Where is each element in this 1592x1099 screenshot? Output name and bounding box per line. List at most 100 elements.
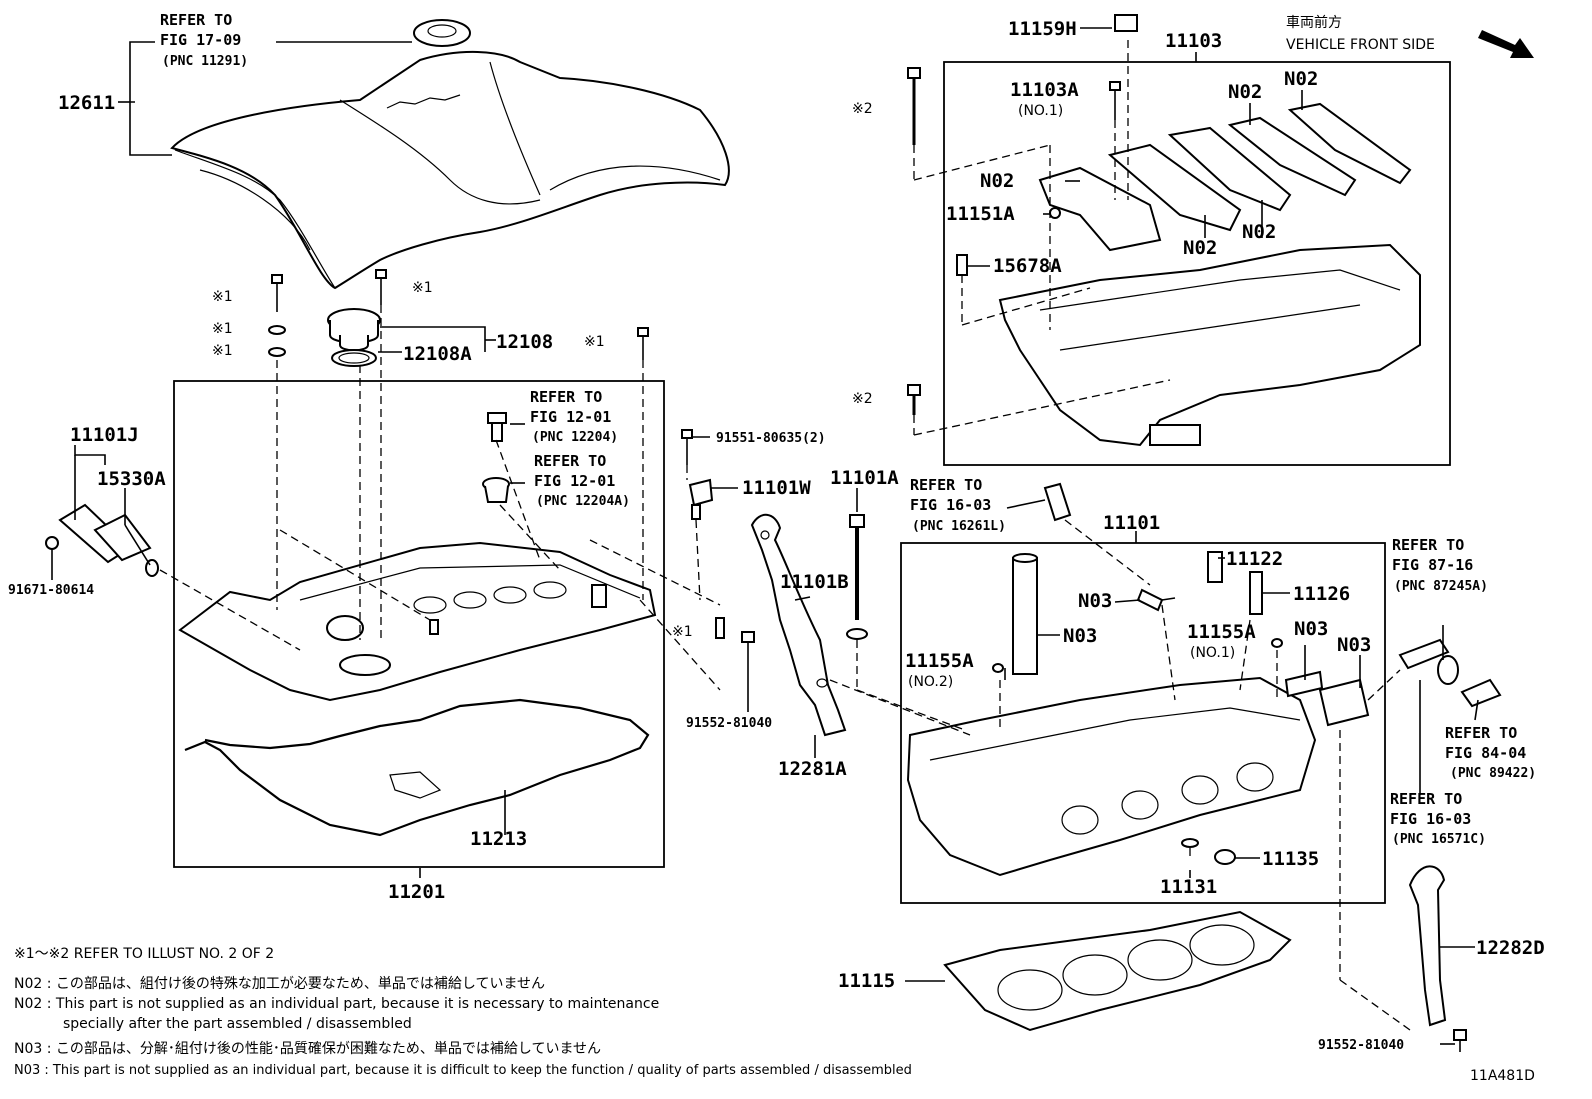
front-direction-arrow <box>1478 30 1534 58</box>
camshaft-housing-box <box>943 61 1451 466</box>
code-n02-b: N02 <box>1228 81 1262 103</box>
label-11201[interactable]: 11201 <box>388 881 445 903</box>
label-12108[interactable]: 12108 <box>496 331 553 353</box>
label-11103[interactable]: 11103 <box>1165 30 1222 52</box>
ref-r3-line3: (PNC 12204A) <box>536 494 630 509</box>
leader-lines <box>51 27 1479 1045</box>
mark-m1-d: ※1 <box>412 280 433 296</box>
mark-m2-a: ※2 <box>852 101 873 117</box>
footnotes: ※1～※2 REFER TO ILLUST NO. 2 OF 2 N02 : こ… <box>14 946 912 1078</box>
label-11155A-no1-tag: (NO.1) <box>1190 645 1235 661</box>
mark-m1-e: ※1 <box>584 334 605 350</box>
bolts-m2 <box>907 67 921 415</box>
note-line-0: ※1～※2 REFER TO ILLUST NO. 2 OF 2 <box>14 946 274 962</box>
label-11101B[interactable]: 11101B <box>780 571 849 593</box>
label-11155A-no2-tag: (NO.2) <box>908 674 953 690</box>
oil-control-valve-illustration <box>45 503 159 577</box>
ref-r5-line2[interactable]: FIG 87-16 <box>1392 556 1473 574</box>
label-11122[interactable]: 11122 <box>1226 548 1283 570</box>
code-n03-c: N03 <box>1294 618 1328 640</box>
ref-r1-line3: (PNC 11291) <box>162 54 248 69</box>
note-line-5: N03 : This part is not supplied as an in… <box>14 1063 912 1078</box>
head-gasket-illustration <box>943 910 1292 1032</box>
note-line-1: N02 : この部品は、組付け後の特殊な加工が必要なため、単品では補給していませ… <box>14 976 545 992</box>
label-15330A[interactable]: 15330A <box>97 468 166 490</box>
orientation-jp: 車両前方 <box>1286 14 1342 31</box>
note-line-4: N03 : この部品は、分解･組付け後の性能･品質確保が困難なため、単品では補給… <box>14 1041 601 1057</box>
label-11135[interactable]: 11135 <box>1262 848 1319 870</box>
note-line-2: N02 : This part is not supplied as an in… <box>14 996 659 1012</box>
ref-r4-line3: (PNC 16261L) <box>912 519 1006 534</box>
code-n02-d: N02 <box>1183 237 1217 259</box>
engine-hanger-rear-illustration <box>1408 865 1467 1052</box>
mark-m1-a: ※1 <box>212 289 233 305</box>
label-11159H[interactable]: 11159H <box>1008 18 1077 40</box>
ref-r7-line1[interactable]: REFER TO <box>1390 790 1462 808</box>
ref-r1-line2[interactable]: FIG 17-09 <box>160 31 241 49</box>
label-11101A[interactable]: 11101A <box>830 467 899 489</box>
label-12611[interactable]: 12611 <box>58 92 115 114</box>
label-11115[interactable]: 11115 <box>838 970 895 992</box>
code-n02-e: N02 <box>1242 221 1276 243</box>
code-n02-c: N02 <box>1284 68 1318 90</box>
label-11151A[interactable]: 11151A <box>946 203 1015 225</box>
ref-r2-line2[interactable]: FIG 12-01 <box>530 408 611 426</box>
label-11131[interactable]: 11131 <box>1160 876 1217 898</box>
ref-r6-line3: (PNC 89422) <box>1450 766 1536 781</box>
ref-r2-line1[interactable]: REFER TO <box>530 388 602 406</box>
ref-r6-line1[interactable]: REFER TO <box>1445 724 1517 742</box>
engine-cover-illustration <box>170 19 730 290</box>
cylinder-head-cover-illustration <box>178 541 657 702</box>
ref-r3-line1[interactable]: REFER TO <box>534 452 606 470</box>
ref-r5-line1[interactable]: REFER TO <box>1392 536 1464 554</box>
orientation-en: VEHICLE FRONT SIDE <box>1286 37 1435 53</box>
ref-r4-line1[interactable]: REFER TO <box>910 476 982 494</box>
code-n03-a: N03 <box>1078 590 1112 612</box>
code-n02-a: N02 <box>980 170 1014 192</box>
ref-r6-line2[interactable]: FIG 84-04 <box>1445 744 1526 762</box>
mark-m1-c: ※1 <box>212 343 233 359</box>
label-12281A[interactable]: 12281A <box>778 758 847 780</box>
ref-r1-line1[interactable]: REFER TO <box>160 11 232 29</box>
label-11101J[interactable]: 11101J <box>70 424 139 446</box>
label-11155A-no1[interactable]: 11155A <box>1187 621 1256 643</box>
ref-r4-line2[interactable]: FIG 16-03 <box>910 496 991 514</box>
label-91551-80635[interactable]: 91551-80635(2) <box>716 431 826 446</box>
refer-to-labels: REFER TO FIG 17-09 (PNC 11291) REFER TO … <box>160 11 1536 847</box>
label-91552-81040-front[interactable]: 91552-81040 <box>686 716 772 731</box>
cylinder-head-box <box>900 542 1386 904</box>
label-15678A[interactable]: 15678A <box>993 255 1062 277</box>
label-11103A-no: (NO.1) <box>1018 103 1063 119</box>
camshaft-housing-illustration <box>956 14 1421 447</box>
external-plugs-right <box>1043 482 1502 708</box>
head-bolt-illustration <box>846 514 868 640</box>
label-11155A-no2[interactable]: 11155A <box>905 650 974 672</box>
bolt-washer-stack-left <box>268 269 649 360</box>
label-91552-81040-rear[interactable]: 91552-81040 <box>1318 1038 1404 1053</box>
label-11213[interactable]: 11213 <box>470 828 527 850</box>
label-12282D[interactable]: 12282D <box>1476 937 1545 959</box>
oil-filler-cap-illustration <box>327 308 381 367</box>
head-cover-gasket-illustration <box>184 698 650 837</box>
label-11103A[interactable]: 11103A <box>1010 79 1079 101</box>
code-n03-d: N03 <box>1337 634 1371 656</box>
label-11101[interactable]: 11101 <box>1103 512 1160 534</box>
ref-r5-line3: (PNC 87245A) <box>1394 579 1488 594</box>
label-11126[interactable]: 11126 <box>1293 583 1350 605</box>
label-12108A[interactable]: 12108A <box>403 343 472 365</box>
mark-m2-b: ※2 <box>852 391 873 407</box>
stud-and-sensor-middle <box>681 429 755 690</box>
ref-r2-line3: (PNC 12204) <box>532 430 618 445</box>
note-line-3: specially after the part assembled / dis… <box>63 1016 412 1032</box>
ref-r7-line2[interactable]: FIG 16-03 <box>1390 810 1471 828</box>
alignment-dashed-lines <box>159 40 1411 1031</box>
diagram-id: 11A481D <box>1470 1068 1535 1084</box>
mark-m1-f: ※1 <box>672 624 693 640</box>
cylinder-head-illustration <box>906 551 1370 877</box>
label-91671-80614[interactable]: 91671-80614 <box>8 583 94 598</box>
breather-plugs-illustration <box>482 412 510 503</box>
ref-r3-line2[interactable]: FIG 12-01 <box>534 472 615 490</box>
label-11101W[interactable]: 11101W <box>742 477 811 499</box>
cylinder-head-cover-box <box>173 380 665 868</box>
